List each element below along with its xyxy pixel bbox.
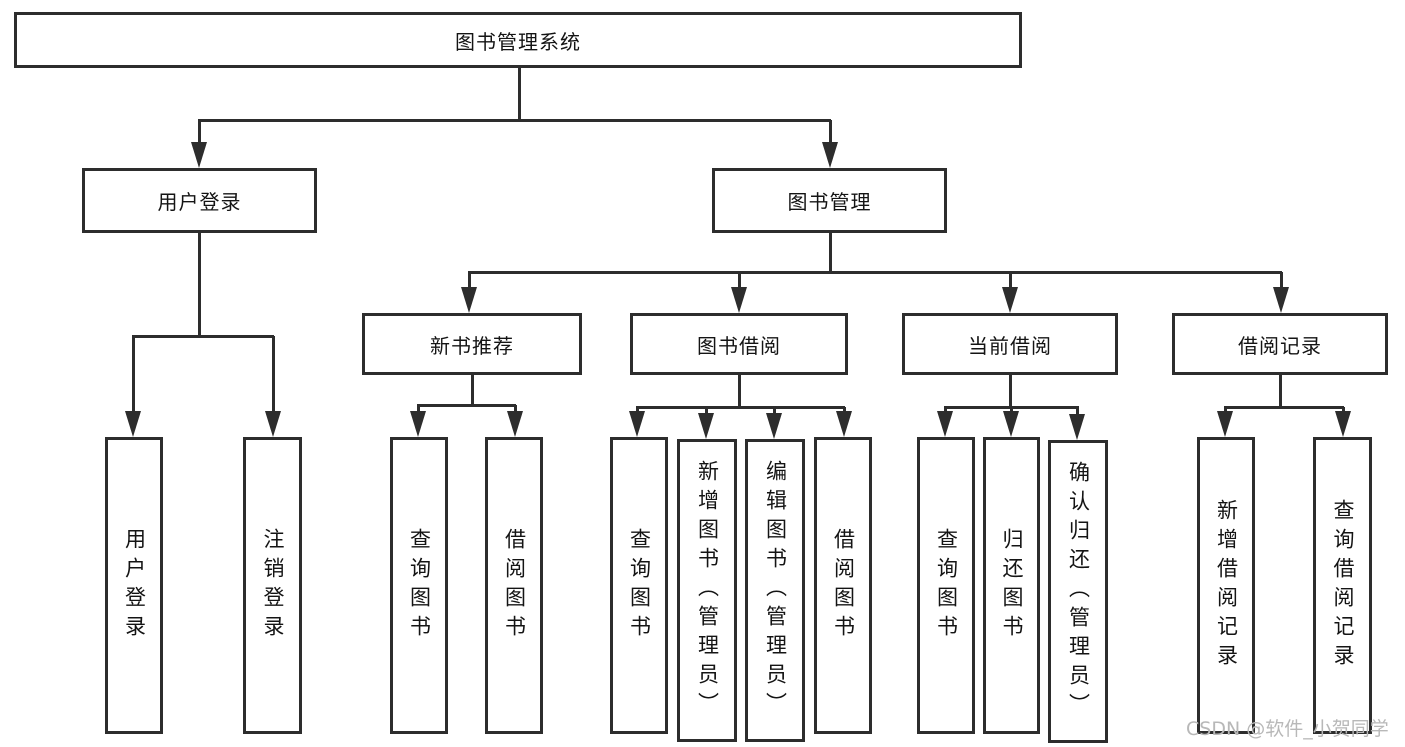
node-leaf-logout-label: 注销登录 [261,527,285,644]
connector-arrow-stem [943,407,947,411]
node-leaf-user-login-label: 用户登录 [122,527,147,644]
node-user-login-label: 用户登录 [157,190,242,214]
node-new-book-recommend-label: 新书推荐 [430,333,514,358]
node-current-borrowing: 当前借阅 [902,313,1118,375]
arrow-down-icon [507,411,523,437]
arrow-down-icon [1217,411,1233,437]
connector-vline [828,233,832,274]
connector-arrow-stem [842,407,846,411]
connector-arrow-stem [737,272,741,287]
node-leaf-borrow-book-recommend: 借阅图书 [485,437,543,734]
connector-arrow-stem [197,120,201,142]
node-leaf-add-borrow-record-label: 新增借阅记录 [1214,498,1239,673]
connector-hline [417,403,516,407]
node-leaf-return-book: 归还图书 [983,437,1040,734]
arrow-down-icon [822,142,838,168]
connector-arrow-stem [1279,272,1283,287]
node-borrow-records: 借阅记录 [1172,313,1388,375]
connector-arrow-stem [772,407,776,413]
node-leaf-logout: 注销登录 [243,437,302,734]
arrow-down-icon [1273,287,1289,313]
connector-hline [636,405,845,409]
node-leaf-return-book-label: 归还图书 [1000,527,1024,644]
node-leaf-borrow-book-recommend-label: 借阅图书 [502,527,527,644]
connector-arrow-stem [704,407,708,413]
node-leaf-borrow-book-borrowing-label: 借阅图书 [831,527,856,644]
connector-arrow-stem [1009,407,1013,411]
connector-arrow-stem [1008,272,1012,287]
connector-vline [470,375,474,407]
node-leaf-query-book-borrowing: 查询图书 [610,437,668,734]
node-leaf-query-book-recommend-label: 查询图书 [407,527,432,644]
node-root: 图书管理系统 [14,12,1022,68]
arrow-down-icon [1069,414,1085,440]
connector-arrow-stem [1341,407,1345,411]
node-leaf-query-borrow-record-label: 查询借阅记录 [1331,498,1355,673]
node-current-borrowing-label: 当前借阅 [968,333,1052,358]
arrow-down-icon [265,411,281,437]
connector-arrow-stem [271,336,275,411]
node-leaf-query-book-current: 查询图书 [917,437,975,734]
arrow-down-icon [629,411,645,437]
connector-arrow-stem [635,407,639,411]
connector-hline [132,334,274,338]
connector-hline [468,270,1282,274]
connector-arrow-stem [1075,407,1079,414]
node-root-label: 图书管理系统 [455,29,581,54]
node-new-book-recommend: 新书推荐 [362,313,582,375]
node-book-management-label: 图书管理 [787,190,872,214]
node-user-login: 用户登录 [82,168,317,233]
arrow-down-icon [461,287,477,313]
node-leaf-add-borrow-record: 新增借阅记录 [1197,437,1255,734]
arrow-down-icon [1003,411,1019,437]
node-leaf-confirm-return-admin-label: 确认归还（管理员） [1066,461,1091,722]
connector-arrow-stem [828,120,832,142]
node-borrow-records-label: 借阅记录 [1238,333,1322,358]
node-book-management: 图书管理 [712,168,947,233]
node-leaf-edit-book-admin-label: 编辑图书（管理员） [763,460,788,721]
arrow-down-icon [410,411,426,437]
node-book-borrowing-label: 图书借阅 [697,333,781,358]
arrow-down-icon [698,413,714,439]
connector-vline [1008,375,1012,409]
node-leaf-query-book-recommend: 查询图书 [390,437,448,734]
node-leaf-add-book-admin-label: 新增图书（管理员） [695,460,720,721]
connector-hline [198,118,831,122]
arrow-down-icon [766,413,782,439]
arrow-down-icon [125,411,141,437]
arrow-down-icon [836,411,852,437]
watermark: CSDN @软件_小贺同学 [1186,718,1389,740]
node-leaf-user-login: 用户登录 [105,437,163,734]
node-leaf-query-book-borrowing-label: 查询图书 [627,527,652,644]
connector-arrow-stem [1223,407,1227,411]
connector-vline [517,68,521,122]
node-leaf-query-book-current-label: 查询图书 [934,527,959,644]
node-leaf-add-book-admin: 新增图书（管理员） [677,439,737,742]
arrow-down-icon [1002,287,1018,313]
node-book-borrowing: 图书借阅 [630,313,848,375]
connector-vline [737,375,741,409]
arrow-down-icon [731,287,747,313]
arrow-down-icon [937,411,953,437]
connector-vline [197,233,201,337]
node-leaf-confirm-return-admin: 确认归还（管理员） [1048,440,1108,743]
arrow-down-icon [1335,411,1351,437]
connector-vline [1278,375,1282,409]
connector-hline [1224,405,1344,409]
arrow-down-icon [191,142,207,168]
node-leaf-borrow-book-borrowing: 借阅图书 [814,437,872,734]
node-leaf-query-borrow-record: 查询借阅记录 [1313,437,1372,734]
connector-arrow-stem [467,272,471,287]
connector-arrow-stem [416,405,420,411]
connector-arrow-stem [513,405,517,411]
node-leaf-edit-book-admin: 编辑图书（管理员） [745,439,805,742]
connector-arrow-stem [131,336,135,411]
